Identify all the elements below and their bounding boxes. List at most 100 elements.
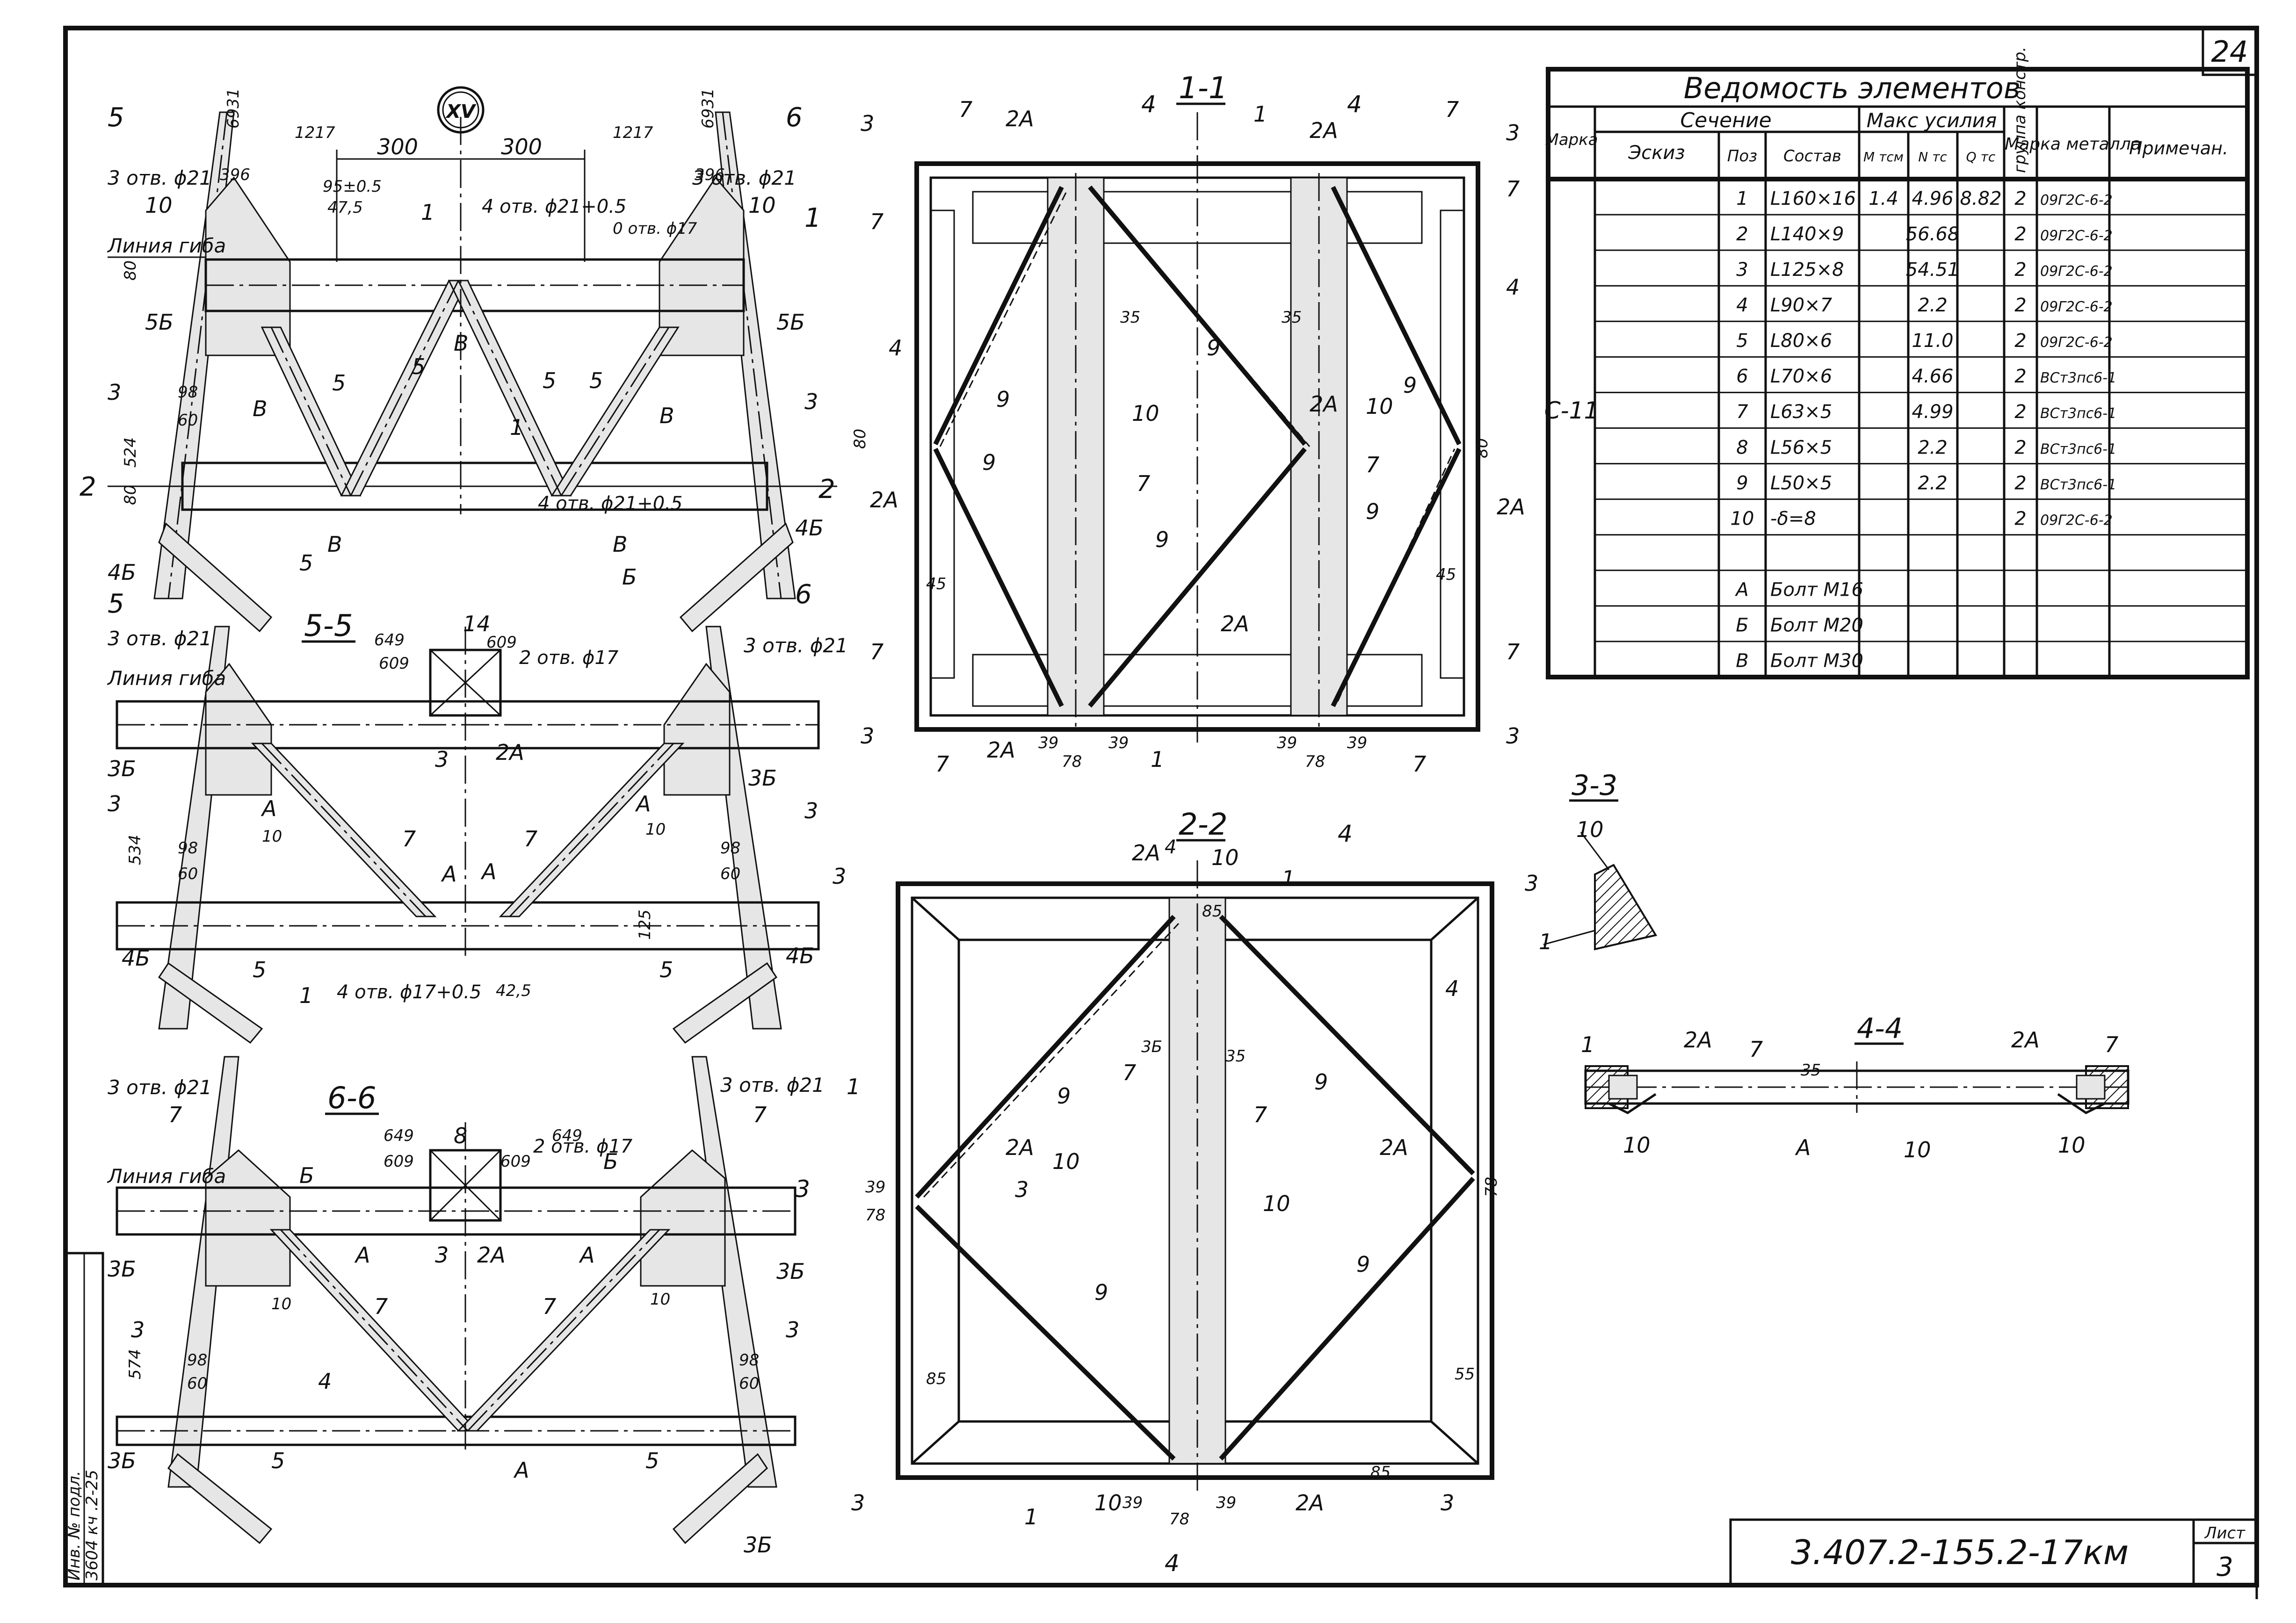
table-cell-sostav: L90×7 — [1770, 295, 1832, 316]
dim-396-right: 396 — [695, 166, 725, 184]
mark-7-d: 7 — [753, 1102, 767, 1127]
dim-45-a: 45 — [926, 575, 946, 593]
hdr-gruppa: группа констр. — [2011, 47, 2029, 173]
mark-7-t: 7 — [2105, 1032, 2118, 1057]
mark-value: С-11 — [1544, 397, 1599, 424]
table-cell-met: 09Г2С-6-2 — [2040, 263, 2113, 280]
dim-609-b: 609 — [486, 633, 517, 652]
mark-1-j: 1 — [1581, 1032, 1594, 1057]
mark-3B-g: 3Б — [1141, 1038, 1162, 1056]
mark-A-b: А — [480, 859, 496, 884]
view-2-2: 2-2 3 3 3 3 1 1 1 10 10 10 10 2A 2A 2A 2… — [795, 808, 1538, 1577]
holes-note-2: 3 отв. ϕ21 — [692, 166, 797, 189]
table-cell-n: 4.66 — [1912, 366, 1953, 387]
mark-2A-m: 2A — [1296, 1490, 1324, 1515]
view-2-2-title: 2-2 — [1179, 808, 1228, 842]
table-cell-met: 09Г2С-6-2 — [2040, 192, 2113, 209]
hdr-marka: Марка — [1545, 130, 1598, 149]
table-cell-gr: 2 — [2014, 366, 2026, 387]
mark-9-c: 9 — [1403, 373, 1417, 398]
title-block: 3.407.2-155.2-17км Лист 3 — [1729, 1518, 2258, 1587]
table-cell-poz: 6 — [1736, 366, 1748, 387]
view-4-4-title: 4-4 — [1857, 1012, 1903, 1045]
sheet-label: Лист — [2204, 1524, 2245, 1543]
mark-3B-c: 3Б — [108, 1256, 136, 1282]
table-cell-met: 09Г2С-6-2 — [2040, 299, 2113, 315]
sec-mark-2-left: 2 — [80, 472, 96, 502]
mark-3-p: 3 — [1441, 1490, 1454, 1515]
frame-2-2 — [896, 881, 1494, 1480]
table-cell-n: 4.99 — [1912, 401, 1953, 423]
sec-mark-4-t2: 4 — [1165, 837, 1176, 858]
mark-7-j: 7 — [1506, 176, 1520, 202]
table-cell-gr: 2 — [2014, 188, 2026, 209]
view-6-6-title: 6-6 — [327, 1081, 377, 1116]
table-cell-met: ВСт3пс6-1 — [2040, 370, 2116, 386]
view-3-3-title: 3-3 — [1572, 769, 1617, 802]
holes-note-4: 4 отв. ϕ21+0.5 — [538, 493, 682, 514]
dim-39-c: 39 — [1277, 734, 1297, 752]
holes-note-1: 3 отв. ϕ21 — [108, 166, 212, 189]
hdr-m: M тсм — [1863, 149, 1904, 165]
mark-7-l: 7 — [1506, 639, 1520, 664]
mark-3B-e: 3Б — [108, 1448, 136, 1473]
table-cell-gr: 2 — [2014, 401, 2026, 423]
mark-9-b: 9 — [1207, 335, 1220, 361]
dim-47-5: 47,5 — [327, 198, 363, 217]
dim-98-e: 98 — [739, 1351, 759, 1370]
mark-2A-i: 2A — [987, 737, 1015, 763]
table-cell-n: 4.96 — [1912, 188, 1953, 209]
mark-4B-c: 4Б — [122, 945, 150, 971]
table-cell-q: 8.82 — [1960, 188, 2001, 209]
mark-10-p: 10 — [2058, 1132, 2086, 1158]
stamp-box — [1729, 1518, 2258, 1587]
dim-39-b: 39 — [1108, 734, 1129, 752]
table-cell-gr: 2 — [2014, 508, 2026, 529]
mark-A-f: А — [354, 1242, 370, 1268]
mark-3-e: 3 — [804, 798, 818, 823]
table-cell-gr: 2 — [2014, 295, 2026, 316]
sec-mark-4-b2: 4 — [1165, 1550, 1180, 1577]
hdr-poz: Поз — [1727, 147, 1757, 166]
table-cell-n: 11.0 — [1912, 330, 1953, 352]
dim-534: 534 — [126, 835, 145, 865]
mark-V-1: В — [253, 396, 268, 421]
mark-10-m: 10 — [1576, 817, 1604, 842]
mark-2A-n: 2A — [1684, 1027, 1712, 1053]
table-cell-poz: 7 — [1736, 401, 1748, 423]
sec-mark-3-right: 3 — [1015, 1177, 1028, 1202]
mark-10-n: 10 — [1904, 1137, 1931, 1162]
bend-line-note-2: Линия гиба — [107, 667, 226, 690]
mark-B-left: Б — [622, 564, 637, 590]
dim-35-a: 35 — [1120, 308, 1140, 327]
table-cell-sostav: L70×6 — [1770, 366, 1832, 387]
mark-7-b: 7 — [524, 826, 537, 851]
table-cell-sostav: L160×16 — [1770, 188, 1856, 209]
mark-1-g: 1 — [1024, 1504, 1038, 1529]
dim-649-a: 649 — [374, 631, 405, 649]
table-cell-poz: Б — [1736, 615, 1748, 636]
mark-10-g: 10 — [1132, 401, 1159, 426]
mark-2A-g: 2A — [1497, 494, 1525, 519]
view-1-1-title: 1-1 — [1179, 71, 1228, 106]
dim-55: 55 — [1455, 1365, 1475, 1384]
dim-95: 95±0.5 — [323, 177, 382, 196]
mark-3-a: 3 — [108, 380, 121, 405]
mark-5-g: 5 — [659, 957, 673, 982]
mark-5-f: 5 — [253, 957, 266, 982]
dim-39-d: 39 — [1347, 734, 1367, 752]
mark-A-e: А — [513, 1457, 529, 1483]
mark-7-m: 7 — [935, 751, 949, 777]
mark-V-3: В — [327, 532, 342, 557]
mark-3B-b: 3Б — [748, 765, 777, 791]
dim-98: 98 — [178, 383, 198, 402]
dim-35-d: 35 — [1801, 1061, 1821, 1080]
mark-4-b: 4 — [1506, 274, 1520, 300]
mark-7-r: 7 — [1253, 1102, 1267, 1127]
mark-A-c: А — [261, 796, 276, 821]
mark-3-j: 3 — [1506, 120, 1520, 145]
table-cell-n: 2.2 — [1918, 437, 1948, 458]
elements-table: Ведомость элементов Марка Сечение Эскиз … — [1544, 47, 2250, 679]
